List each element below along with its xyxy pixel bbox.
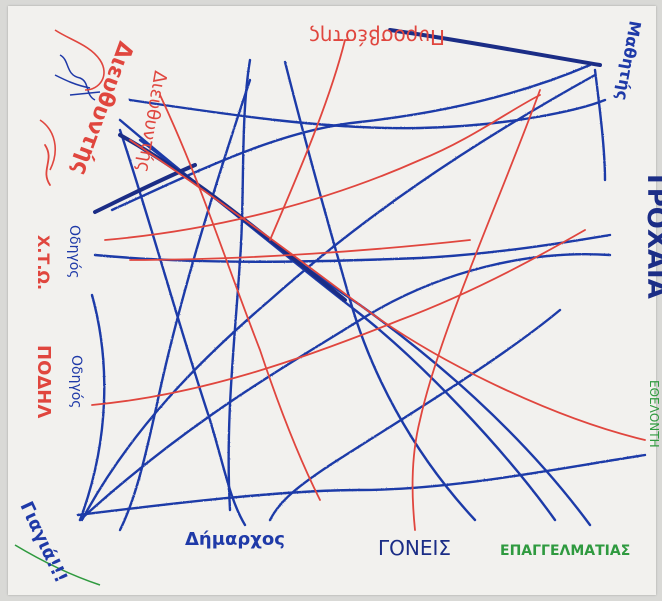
label-bottom-center-blue-2: ΓΟΝΕΙΣ [378, 536, 451, 560]
blue-lines [76, 58, 647, 532]
thick-blue-line [93, 163, 197, 214]
scribble-top-left-red [39, 29, 105, 171]
paper-background [8, 6, 656, 595]
label-top-left-red: Διευθυντής [66, 38, 138, 178]
label-top-right-red: Πυροσβέστης [308, 25, 445, 49]
blue-line [93, 233, 612, 263]
labels: Διευθυντής Διευθυντής Πυροσβέστης Μαθητή… [15, 19, 662, 586]
green-line [14, 544, 101, 586]
red-lines [44, 39, 646, 531]
label-bottom-left-blue: Γιαγιά!!! [15, 498, 71, 586]
label-bottom-center-blue: Δήμαρχος [185, 529, 285, 550]
blue-line [128, 98, 607, 130]
red-line [44, 144, 51, 186]
red-line [104, 94, 541, 241]
blue-line [78, 293, 106, 522]
red-line [411, 89, 541, 531]
thick-blue-line [388, 28, 602, 67]
blue-line [78, 253, 612, 522]
label-left-blue-2: Οδηγός [68, 355, 84, 409]
green-lines [14, 544, 101, 586]
blue-line [118, 78, 252, 532]
label-right-green: ΕΘΕΛΟΝΤΗ [647, 380, 661, 448]
red-line [91, 229, 586, 406]
blue-line [593, 68, 607, 182]
label-left-red-2: ΠΟΔΗΛ [33, 345, 54, 418]
label-left-blue-1: Οδηγός [66, 225, 82, 279]
blue-line [110, 63, 592, 212]
blue-line [76, 453, 647, 517]
blue-line [80, 73, 597, 522]
blue-line [227, 58, 252, 512]
label-right-blue: ΤΡΟΧΑΙΑ [641, 170, 662, 299]
blue-line [268, 308, 562, 522]
red-line [269, 39, 346, 241]
red-line [129, 239, 471, 261]
label-left-red-1: Χ.Τ.Ω. [34, 235, 53, 290]
scribble-top-left [54, 54, 101, 101]
red-line [129, 139, 646, 441]
blue-line [118, 128, 247, 527]
label-bottom-right-green: ΕΠΑΓΓΕΛΜΑΤΙΑΣ [500, 543, 630, 559]
label-top-right-blue: Μαθητής [612, 19, 645, 101]
red-line [159, 94, 321, 501]
